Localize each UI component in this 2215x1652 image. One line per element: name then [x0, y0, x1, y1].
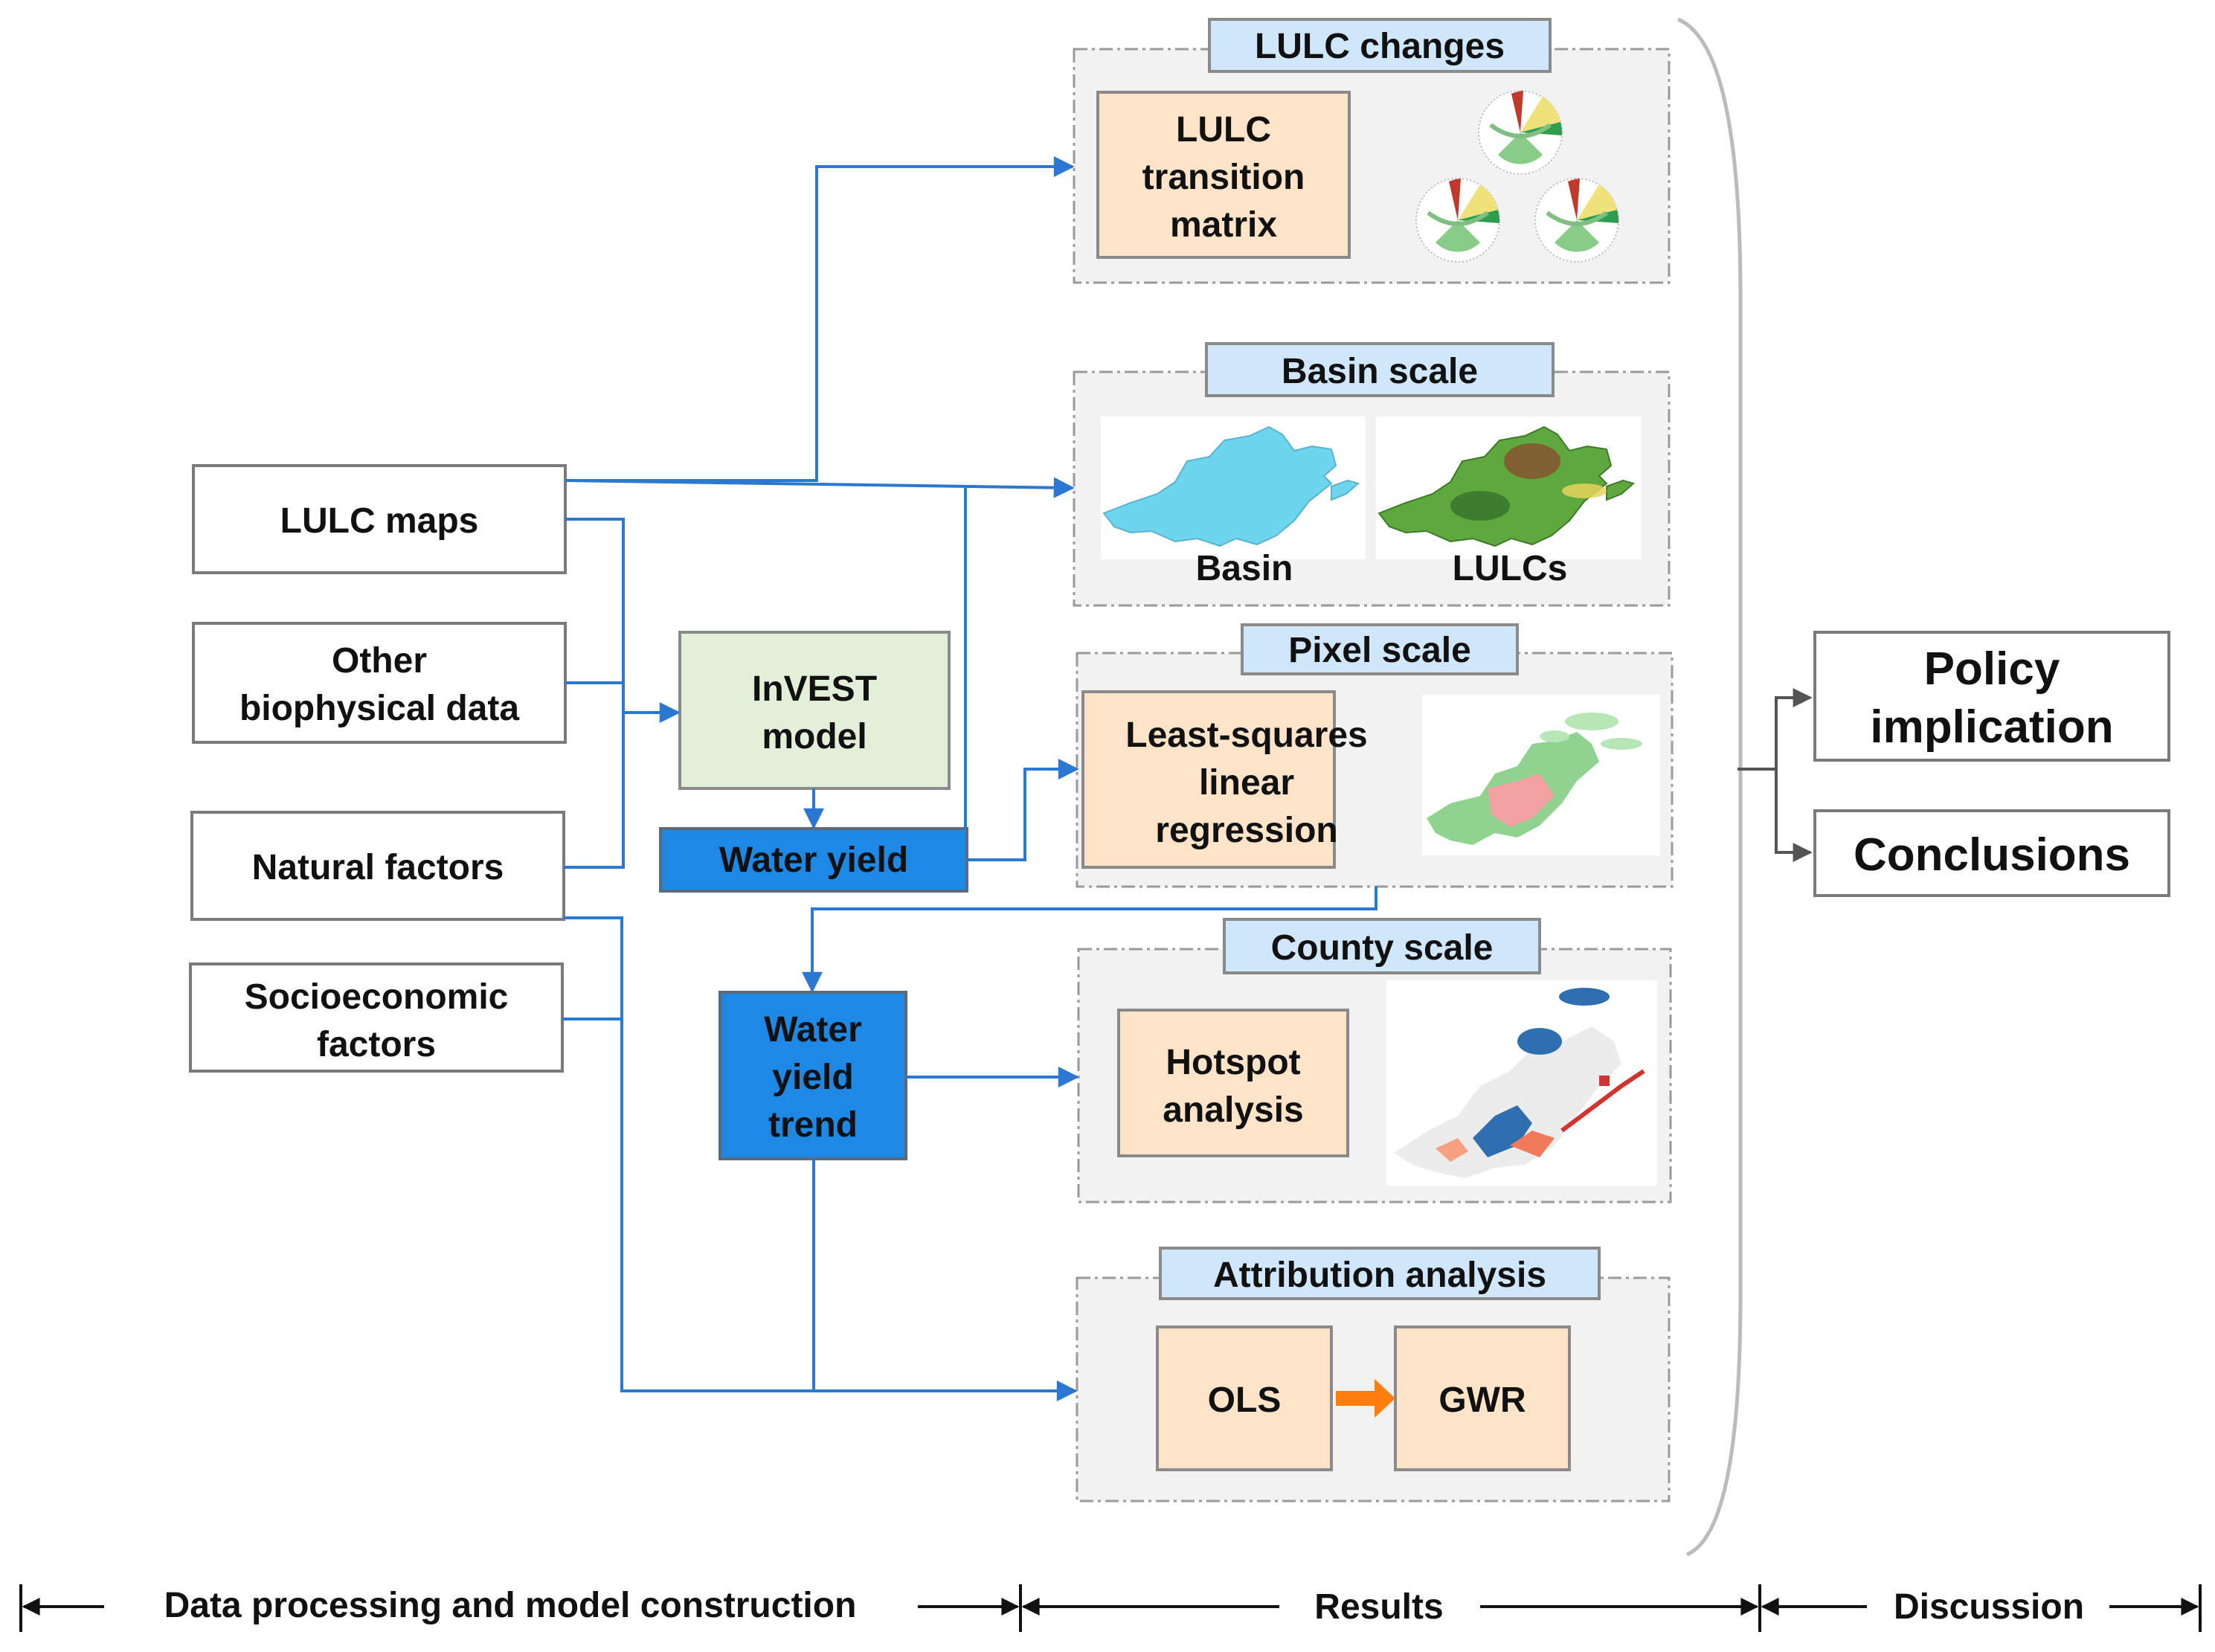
- gwr-label: GWR: [1438, 1381, 1526, 1420]
- invest-line1: InVEST: [752, 669, 877, 709]
- header-lulc-changes-tab: [1208, 18, 1552, 73]
- lulc-matrix-line2: transition: [1142, 158, 1305, 197]
- natural-factors-label: Natural factors: [252, 848, 504, 887]
- water-yield-box: [659, 827, 968, 893]
- timeline-results: Results: [1314, 1587, 1443, 1627]
- header-pixel-scale-tab: [1241, 623, 1519, 675]
- hotspot-line2: analysis: [1163, 1090, 1303, 1130]
- header-attribution: Attribution analysis: [1213, 1256, 1546, 1295]
- timeline-data-processing: Data processing and model construction: [164, 1586, 857, 1625]
- lulc-maps-box: [192, 464, 567, 574]
- connector-lulc-to-bus: [564, 518, 625, 869]
- socioeconomic-box: [189, 962, 564, 1073]
- other-biophysical-line2: biophysical data: [239, 689, 519, 728]
- policy-line2: implication: [1870, 701, 2113, 753]
- lulc-maps-label: LULC maps: [280, 501, 479, 541]
- lulcs-map-patch: [1562, 483, 1607, 498]
- header-county-scale: County scale: [1271, 928, 1494, 968]
- lulc-matrix-line3: matrix: [1170, 205, 1277, 245]
- policy-implication-box: [1813, 631, 2170, 762]
- header-basin-scale: Basin scale: [1282, 352, 1478, 391]
- connector-pixel-to-trend: [802, 887, 1377, 993]
- water-yield-label: Water yield: [719, 841, 908, 880]
- connectors: [562, 156, 1377, 1401]
- gwr-box: [1394, 1325, 1571, 1471]
- header-pixel-scale: Pixel scale: [1288, 631, 1471, 670]
- chord-diagram-icon: [1415, 90, 1619, 263]
- basin-map-shape: [1102, 425, 1360, 547]
- basin-label: Basin: [1196, 549, 1293, 588]
- lulc-matrix-line1: LULC: [1176, 110, 1271, 150]
- trend-line2: yield: [772, 1058, 853, 1097]
- socioeconomic-line1: Socioeconomic: [245, 977, 509, 1017]
- hotspot-map: [1386, 980, 1657, 1186]
- natural-factors-box: [190, 811, 565, 921]
- least-squares-box: [1081, 690, 1336, 869]
- ols-box: [1156, 1325, 1333, 1471]
- invest-model-box: [678, 631, 951, 790]
- other-biophysical-line1: Other: [332, 641, 427, 681]
- connector-wateryield-to-pixel: [967, 759, 1079, 861]
- hotspot-box: [1117, 1009, 1349, 1157]
- pixel-trend-map: [1422, 695, 1660, 855]
- lulcs-label: LULCs: [1453, 549, 1568, 588]
- lulcs-map-patch: [1450, 491, 1510, 521]
- lulc-transition-matrix-box: [1096, 91, 1351, 259]
- connector-lulc-to-changes: [565, 156, 1075, 482]
- invest-line2: model: [762, 717, 867, 756]
- header-attribution-tab: [1159, 1247, 1601, 1300]
- connector-to-conclusions: [1775, 769, 1813, 862]
- connector-lulc-to-basin: [565, 477, 1075, 498]
- least-squares-line2: linear: [1199, 763, 1294, 803]
- policy-line1: Policy: [1924, 643, 2060, 695]
- connector-to-policy: [1775, 688, 1813, 769]
- ols-label: OLS: [1208, 1381, 1282, 1420]
- lulcs-map-shape: [1377, 425, 1636, 547]
- hotspot-line1: Hotspot: [1166, 1043, 1300, 1082]
- results-brace: [1677, 17, 1743, 1557]
- timeline-discussion: Discussion: [1894, 1587, 2084, 1627]
- conclusions-label: Conclusions: [1854, 829, 2130, 881]
- least-squares-line1: Least-squares: [1125, 716, 1367, 755]
- trend-line1: Water: [764, 1010, 862, 1050]
- conclusions-box: [1813, 809, 2170, 897]
- socioeconomic-line2: factors: [317, 1025, 436, 1064]
- timeline: [19, 1584, 2202, 1632]
- header-lulc-changes: LULC changes: [1255, 27, 1505, 66]
- ols-to-gwr-arrow: [1336, 1379, 1395, 1418]
- header-county-scale-tab: [1223, 918, 1541, 974]
- header-basin-scale-tab: [1205, 342, 1555, 397]
- least-squares-line3: regression: [1155, 811, 1337, 850]
- lulcs-map-patch: [1504, 443, 1560, 479]
- trend-line3: trend: [768, 1105, 858, 1145]
- connector-factors-to-attribution: [564, 916, 1078, 1401]
